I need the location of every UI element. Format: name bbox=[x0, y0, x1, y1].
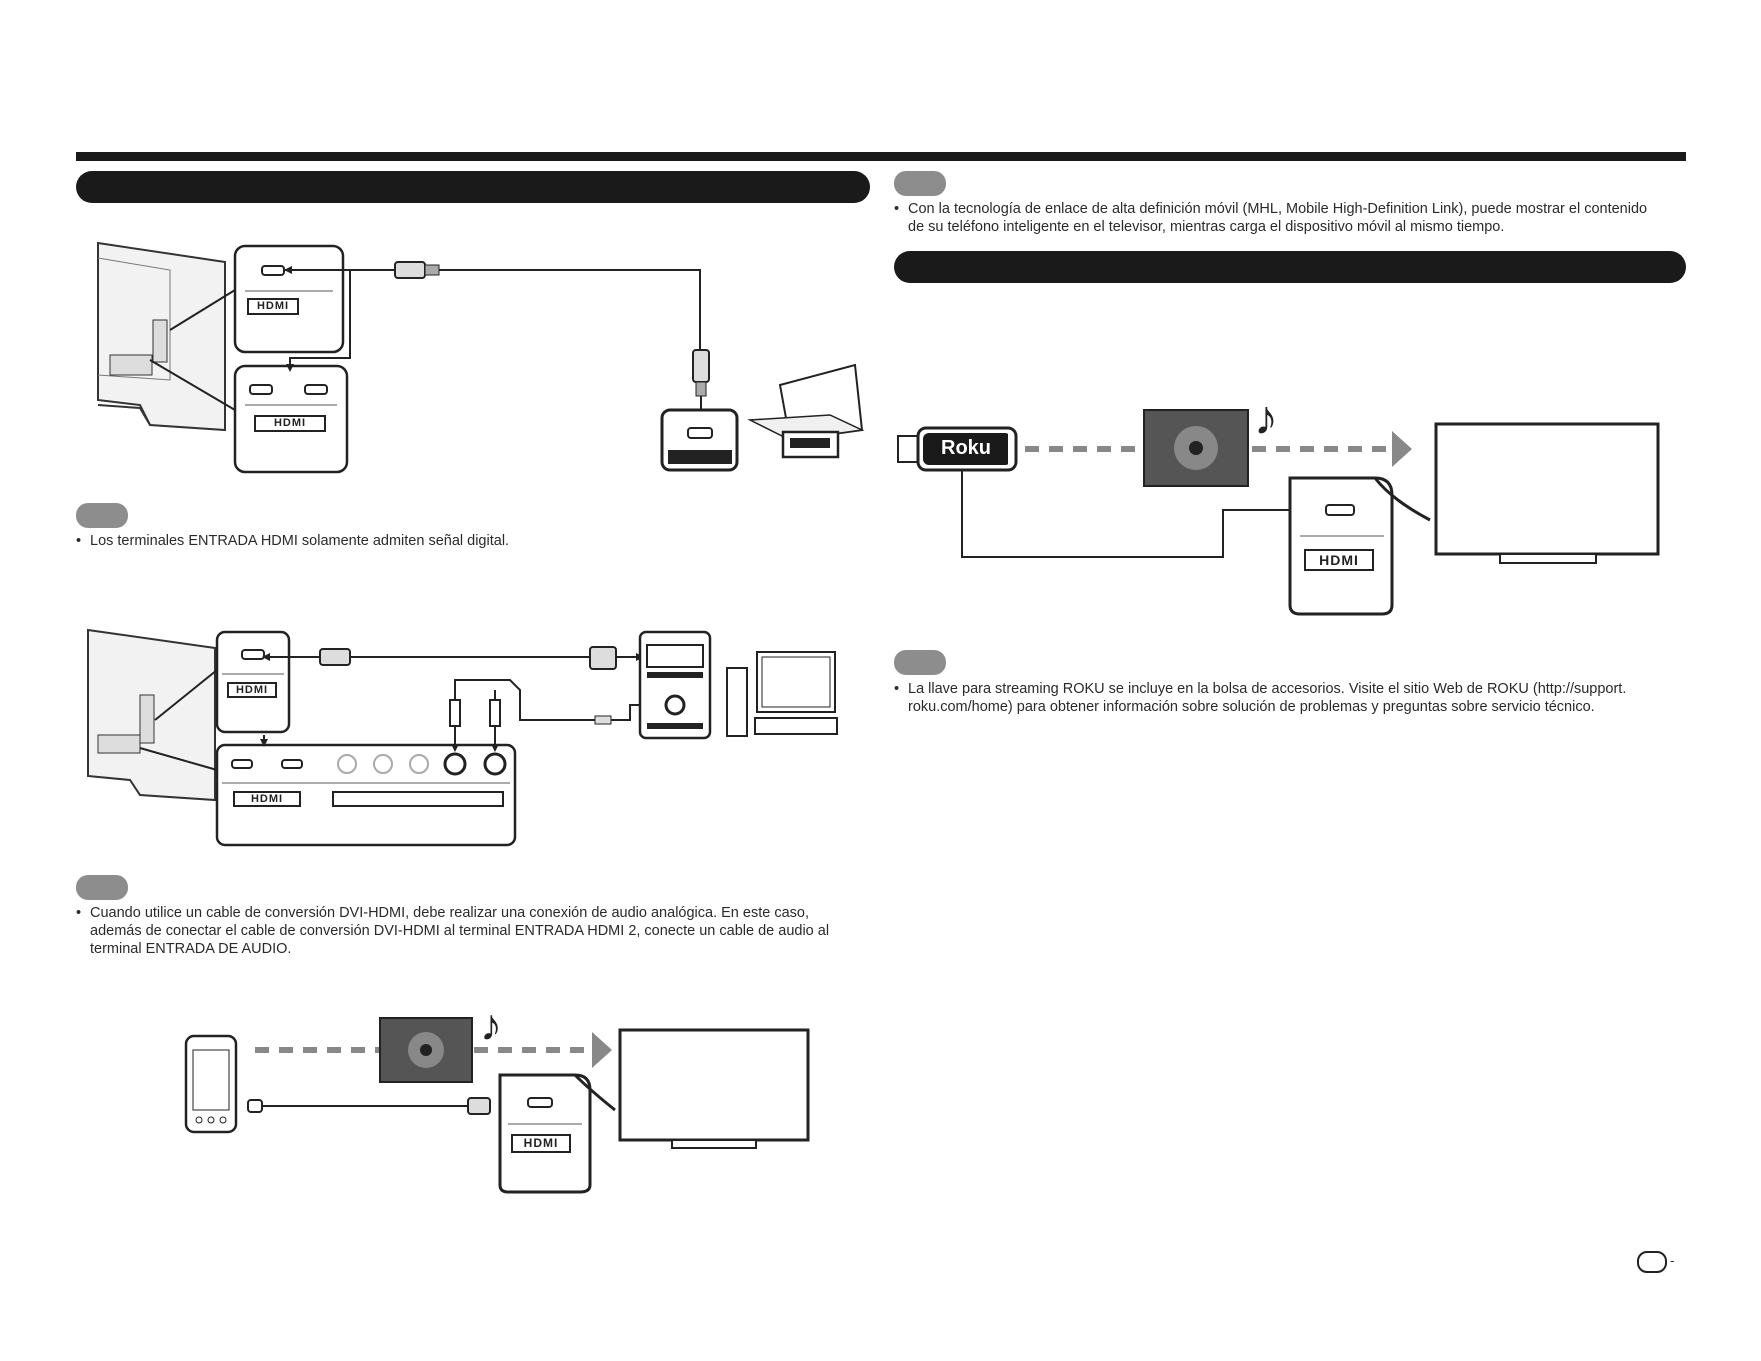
hdmi-label-6: HDMI bbox=[1319, 552, 1359, 568]
roku-stick-icon bbox=[897, 426, 1018, 472]
note-dvi: •Cuando utilice un cable de conversión D… bbox=[76, 905, 830, 957]
hdmi-port-callout-roku bbox=[1288, 476, 1431, 616]
hdmi-port-callout-mhl bbox=[498, 1073, 616, 1194]
hdmi-audio-port-box bbox=[139, 743, 517, 847]
tv-icon-roku bbox=[1434, 422, 1660, 564]
section-header-hdmi bbox=[76, 171, 870, 203]
note-hdmi-digital: •Los terminales ENTRADA HDMI solamente a… bbox=[76, 533, 510, 549]
pc-terminal-box bbox=[638, 630, 712, 740]
section-header-roku bbox=[894, 251, 1686, 283]
note-mhl: •Con la tecnología de enlace de alta def… bbox=[894, 201, 1648, 235]
desktop-pc-icon bbox=[726, 651, 838, 737]
top-rule bbox=[76, 152, 1686, 161]
note-pill-roku bbox=[894, 650, 946, 675]
hdmi-label-3: HDMI bbox=[235, 684, 269, 696]
photo-thumbnail-roku bbox=[1143, 409, 1249, 487]
smartphone-icon bbox=[184, 1034, 238, 1134]
hdmi-label-2: HDMI bbox=[273, 417, 307, 429]
music-note-icon: ♪ bbox=[480, 1001, 502, 1050]
tv-icon-mhl bbox=[618, 1028, 810, 1149]
laptop-icon bbox=[660, 363, 865, 472]
hdmi-label-1: HDMI bbox=[256, 300, 290, 312]
tv-rear-panel-2 bbox=[87, 628, 216, 802]
page-number-oval bbox=[1637, 1251, 1667, 1273]
mhl-cable bbox=[247, 1097, 491, 1115]
hdmi-port-box-lower bbox=[149, 359, 349, 474]
note-pill-hdmi bbox=[76, 503, 128, 528]
hdmi-port-box-upper bbox=[169, 244, 345, 354]
music-note-icon-roku: ♪ bbox=[1254, 392, 1278, 445]
hdmi-cable-plug-2 bbox=[692, 349, 710, 397]
photo-thumbnail bbox=[379, 1017, 473, 1083]
hdmi-label-5: HDMI bbox=[523, 1136, 559, 1150]
roku-logo: Roku bbox=[941, 437, 991, 459]
note-roku: •La llave para streaming ROKU se incluye… bbox=[894, 681, 1627, 715]
tv-rear-panel-1 bbox=[97, 241, 226, 432]
page-number-dash: - bbox=[1670, 1253, 1675, 1268]
hdmi-cable-plug-1 bbox=[394, 261, 440, 279]
note-pill-mhl bbox=[894, 171, 946, 196]
note-pill-dvi bbox=[76, 875, 128, 900]
hdmi-label-4: HDMI bbox=[250, 793, 284, 805]
